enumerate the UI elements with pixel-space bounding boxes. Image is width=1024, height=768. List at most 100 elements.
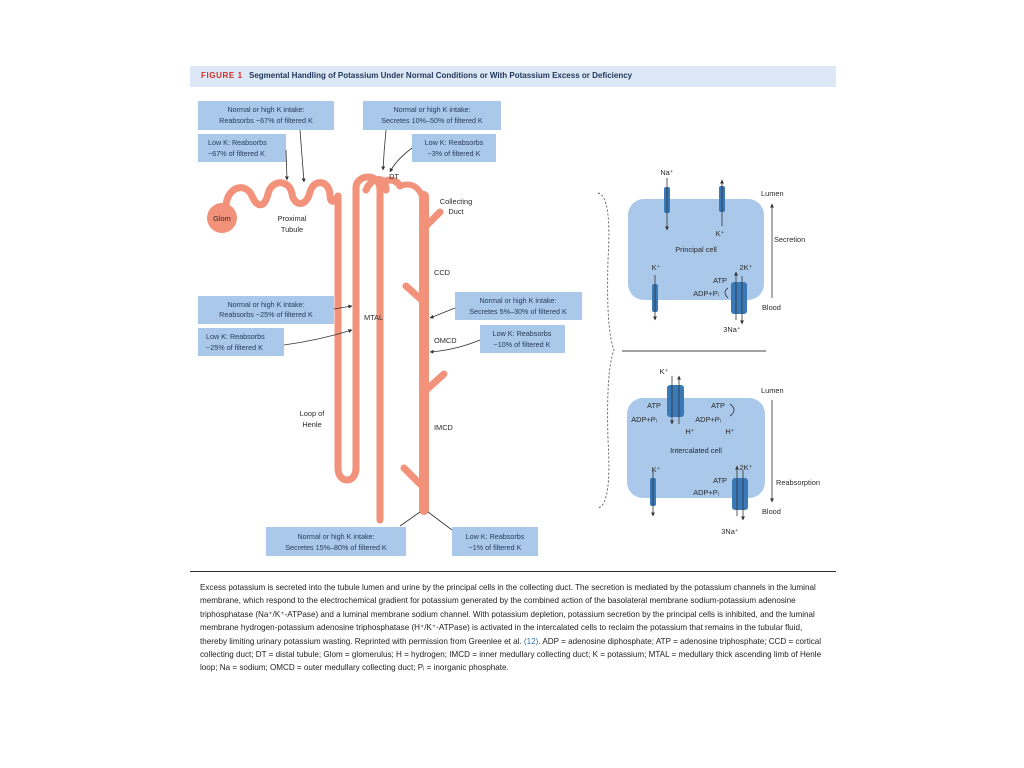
- principal-cell-panel: Principal cell Na⁺ K⁺ K⁺ 2K⁺ ATP ADP+Pᵢ …: [628, 168, 805, 334]
- box-pt-normal-l2: Reabsorbs ~67% of filtered K: [219, 116, 313, 125]
- right-pump-curve: [729, 403, 735, 417]
- intercalated-3na: 3Na⁺: [721, 527, 739, 536]
- cd-branch-3: [420, 370, 448, 396]
- intercalated-atp-right: ATP: [711, 401, 725, 410]
- box-urine-low-l1: Low K: Reabsorbs: [466, 532, 525, 541]
- bracket: [597, 192, 615, 509]
- principal-k-lumen: K⁺: [716, 229, 725, 238]
- box-dt-normal-l2: Secretes 10%–50% of filtered K: [381, 116, 483, 125]
- box-pt-normal-l1: Normal or high K intake:: [227, 105, 304, 114]
- box-dt-low-l2: ~3% of filtered K: [428, 149, 481, 158]
- cd-branch-4: [400, 464, 428, 492]
- box-cd-low-l2: ~10% of filtered K: [494, 340, 551, 349]
- nephron-labels: Glom Proximal Tubule DT Collecting Duct …: [213, 172, 472, 432]
- label-henle: Henle: [302, 420, 321, 429]
- caption-text-1: Excess potassium is secreted into the tu…: [200, 583, 816, 646]
- box-dt-low: [412, 134, 496, 162]
- caption-text-2: . ADP = adenosine diphosphate; ATP = ade…: [200, 636, 822, 673]
- label-proximal: Proximal: [278, 214, 307, 223]
- box-pt-low-l2: ~67% of filtered K: [208, 149, 265, 158]
- intercalated-h-left: H⁺: [685, 427, 694, 436]
- leader-mtal-low: [283, 329, 353, 346]
- box-cd-normal-l1: Normal or high K intake:: [479, 296, 556, 305]
- box-pt-low-l1: Low K: Reabsorbs: [208, 138, 267, 147]
- box-urine-normal-l2: Secretes 15%–80% of filtered K: [285, 543, 387, 552]
- glomerulus: [207, 203, 237, 233]
- principal-k-baso: K⁺: [652, 263, 661, 272]
- label-omcd: OMCD: [434, 336, 457, 345]
- leader-cd-normal: [429, 307, 456, 319]
- intercalated-k-top: K⁺: [660, 367, 669, 376]
- leader-dt-low: [389, 147, 413, 173]
- label-loop: Loop of: [300, 409, 326, 418]
- box-mtal-normal: [198, 296, 334, 324]
- label-dt: DT: [389, 172, 399, 181]
- figure-title: Segmental Handling of Potassium Under No…: [249, 71, 633, 80]
- box-pt-low: [198, 134, 286, 162]
- leader-urine-normal: [399, 511, 421, 527]
- box-cd-normal-l2: Secretes 5%–30% of filtered K: [469, 307, 567, 316]
- principal-lumen: Lumen: [761, 189, 784, 198]
- nephron-tubule: [207, 173, 448, 524]
- leader-urine-low: [427, 511, 453, 531]
- figure-label: FIGURE 1: [201, 71, 243, 80]
- principal-cell: [628, 199, 764, 300]
- box-urine-low-l2: ~1% of filtered K: [469, 543, 522, 552]
- box-urine-low: [452, 527, 538, 556]
- connecting-segment: [362, 176, 390, 524]
- intercalated-lumen: Lumen: [761, 386, 784, 395]
- box-dt-normal-l1: Normal or high K intake:: [393, 105, 470, 114]
- label-collecting: Collecting: [440, 197, 472, 206]
- na-k-pump: [731, 282, 747, 314]
- principal-cell-name: Principal cell: [675, 245, 717, 254]
- ic-na-k-pump: [732, 478, 748, 510]
- intercalated-cell-name: Intercalated cell: [670, 446, 722, 455]
- label-tubule: Tubule: [281, 225, 303, 234]
- box-cd-low: [480, 325, 565, 353]
- h-k-pump: [667, 385, 684, 417]
- intercalated-k-baso: K⁺: [652, 465, 661, 474]
- box-dt-low-l1: Low K: Reabsorbs: [425, 138, 484, 147]
- leader-cd-low: [429, 339, 481, 354]
- intercalated-atp-left: ATP: [647, 401, 661, 410]
- principal-blood: Blood: [762, 303, 781, 312]
- box-cd-low-l1: Low K: Reabsorbs: [493, 329, 552, 338]
- pump-atp-curve: [724, 287, 729, 299]
- principal-na: Na⁺: [660, 168, 673, 177]
- intercalated-cell: [627, 398, 765, 498]
- intercalated-adp-left: ADP+Pᵢ: [631, 415, 657, 424]
- caption-divider: [190, 571, 836, 572]
- intercalated-adp-baso: ADP+Pᵢ: [693, 488, 719, 497]
- intercalated-2k: 2K⁺: [740, 463, 753, 472]
- intercalated-atp-baso: ATP: [713, 476, 727, 485]
- leader-pt-normal: [299, 129, 306, 183]
- label-ccd: CCD: [434, 268, 450, 277]
- info-boxes: Normal or high K intake: Reabsorbs ~67% …: [198, 101, 582, 556]
- principal-secretion: Secretion: [774, 235, 805, 244]
- leader-dt-normal: [381, 129, 387, 171]
- label-glom: Glom: [213, 214, 231, 223]
- cd-branch-1: [420, 208, 444, 232]
- proximal-tubule: [222, 179, 342, 209]
- principal-atp: ATP: [713, 276, 727, 285]
- box-cd-normal: [455, 292, 582, 320]
- box-mtal-low-l2: ~25% of filtered K: [206, 343, 263, 352]
- box-mtal-low-l1: Low K: Reabsorbs: [206, 332, 265, 341]
- caption-reference-link[interactable]: (12): [523, 636, 539, 646]
- leader-mtal-normal: [333, 304, 353, 310]
- figure-caption: Excess potassium is secreted into the tu…: [200, 581, 830, 675]
- intercalated-adp-right: ADP+Pᵢ: [695, 415, 721, 424]
- box-dt-normal: [363, 101, 501, 130]
- box-mtal-normal-l2: Reabsorbs ~25% of filtered K: [219, 310, 313, 319]
- loop-bend: [334, 464, 360, 484]
- box-mtal-low: [198, 328, 284, 356]
- figure-header: FIGURE 1 Segmental Handling of Potassium…: [190, 66, 836, 87]
- box-mtal-normal-l1: Normal or high K intake:: [227, 300, 304, 309]
- leader-pt-low: [284, 149, 289, 181]
- intercalated-h-right: H⁺: [725, 427, 734, 436]
- label-mtal: MTAL: [364, 313, 383, 322]
- principal-2k: 2K⁺: [740, 263, 753, 272]
- intercalated-blood: Blood: [762, 507, 781, 516]
- principal-adp: ADP+Pᵢ: [693, 289, 719, 298]
